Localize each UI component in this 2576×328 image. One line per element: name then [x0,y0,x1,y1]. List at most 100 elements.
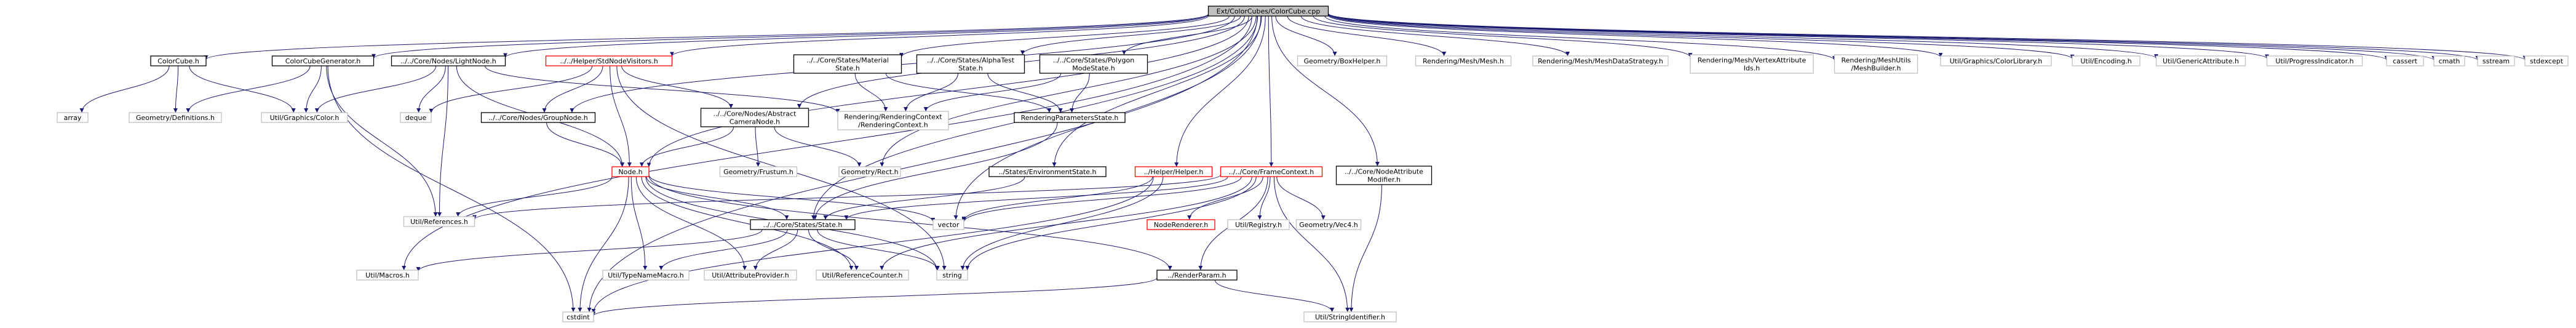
edge-root-to-progressind_h [1328,14,2269,59]
edge-framecontext_h-to-registry_h [1257,176,1271,220]
node-label-lightnode_h: ../../Core/Nodes/LightNode.h [400,57,496,65]
node-label-groupnode_h: ../../Core/Nodes/GroupNode.h [488,114,587,122]
node-box-corestate_h [750,219,856,230]
node-label-vector: vector [938,221,960,229]
node-label-deque: deque [405,114,427,122]
node-renderingparamstate_h[interactable]: RenderingParametersState.h [1014,112,1126,123]
node-label-vertexattrids_h: Ids.h [1744,65,1760,73]
node-label-encoding_h: Util/Encoding.h [2080,57,2131,65]
edge-stdnodevisitors_h-to-node_h [610,65,632,167]
node-label-polygonmode_h: ModeState.h [1072,65,1115,73]
node-renderparam_h[interactable]: ../RenderParam.h [1156,270,1238,281]
node-box-envstate_h [988,166,1107,177]
node-label-progressind_h: Util/ProgressIndicator.h [2275,57,2353,65]
node-rect_h: Geometry/Rect.h [838,166,901,177]
node-box-sstream [2477,55,2515,66]
edge-root-to-alphatest_h [1020,15,1241,55]
node-box-alphatest_h [916,54,1025,74]
edge-alphatest_h-to-renderingcontext_h [904,73,958,112]
node-typenamemacro_h: Util/TypeNameMacro.h [602,270,690,281]
node-utilrefs_h: Util/References.h [403,216,475,227]
node-label-materialstate_h: ../../Core/States/Material [806,57,889,65]
node-framecontext_h[interactable]: ../../Core/FrameContext.h [1220,166,1323,177]
edge-root-to-meshdatastrategy_h [1300,15,1570,57]
node-box-renderparam_h [1156,270,1238,281]
node-label-colorlibrary_h: Util/Graphics/ColorLibrary.h [1950,57,2043,65]
edge-root-to-meshbuilder_h [1324,15,1837,61]
node-label-cassert: cassert [2393,57,2418,65]
node-label-cmath: cmath [2439,57,2460,65]
node-stdnodevisitors_h[interactable]: ../../Helper/StdNodeVisitors.h [545,55,673,66]
node-label-typenamemacro_h: Util/TypeNameMacro.h [608,271,683,279]
node-label-alphatest_h: ../../Core/States/AlphaTest [927,57,1015,65]
node-box-colorlibrary_h [1940,55,2052,66]
edge-framecontext_h-to-string [965,176,1257,271]
node-box-stdnodevisitors_h [545,55,673,66]
node-box-utilcolor_h [261,112,348,123]
edge-materialstate_h-to-renderingparamstate_h [885,73,1052,113]
node-noderenderer_h[interactable]: NodeRenderer.h [1147,219,1215,230]
node-label-renderparam_h: ../RenderParam.h [1167,271,1226,279]
node-helperhelper_h[interactable]: ../Helper/Helper.h [1134,166,1213,177]
node-box-mesh_h [1415,55,1512,66]
edge-abstractcamera_h-to-rect_h [774,126,862,167]
node-root[interactable]: Ext/ColorCubes/ColorCube.cpp [1207,6,1329,17]
node-groupnode_h[interactable]: ../../Core/Nodes/GroupNode.h [480,112,596,123]
edge-helperhelper_h-to-cstdint [591,176,1154,313]
node-box-materialstate_h [793,54,902,74]
node-label-rect_h: Geometry/Rect.h [841,168,898,176]
node-progressind_h: Util/ProgressIndicator.h [2266,55,2363,66]
node-label-renderingcontext_h: Rendering/RenderingContext [844,113,942,121]
edge-groupnode_h-to-node_h [546,122,624,167]
node-box-encoding_h [2072,55,2141,66]
node-box-lightnode_h [391,55,506,66]
node-genericattr_h: Util/GenericAttribute.h [2155,55,2246,66]
node-label-node_h: Node.h [618,168,642,176]
node-box-abstractcamera_h [700,108,809,127]
edge-colorcube_h-to-utilcolor_h [189,65,296,113]
node-label-nodeattrmod_h: Modifier.h [1367,176,1401,184]
node-box-helperhelper_h [1134,166,1213,177]
edge-node_h-to-utilrefs_h [456,176,613,217]
node-box-progressind_h [2266,55,2363,66]
node-label-noderenderer_h: NodeRenderer.h [1154,221,1208,229]
edge-root-to-materialstate_h [899,15,1230,58]
node-box-cstdint [562,311,594,322]
node-attrprovider_h: Util/AttributeProvider.h [704,270,797,281]
edge-root-to-colorlibrary_h [1328,15,1943,58]
node-box-stringid_h [1303,311,1397,322]
node-vec4_h: Geometry/Vec4.h [1295,219,1362,230]
node-label-stdnodevisitors_h: ../../Helper/StdNodeVisitors.h [560,57,658,65]
node-envstate_h[interactable]: ../States/EnvironmentState.h [988,166,1107,177]
edges-layer [79,13,2527,316]
node-label-helperhelper_h: ../Helper/Helper.h [1144,168,1204,176]
node-label-abstractcamera_h: CameraNode.h [729,118,780,126]
node-box-genericattr_h [2155,55,2246,66]
edge-nodeattrmod_h-to-stringid_h [1349,184,1382,313]
node-corestate_h[interactable]: ../../Core/States/State.h [750,219,856,230]
node-box-typenamemacro_h [602,270,690,281]
node-box-boxhelper_h [1297,55,1388,66]
node-box-deque [400,112,432,123]
edge-root-to-genericattr_h [1328,14,2158,59]
node-lightnode_h[interactable]: ../../Core/Nodes/LightNode.h [391,55,506,66]
node-node_h[interactable]: Node.h [611,166,650,177]
node-label-sstream: sstream [2483,57,2510,65]
node-colorcube_h[interactable]: ColorCube.h [150,55,207,66]
node-label-corestate_h: ../../Core/States/State.h [763,221,843,229]
edge-lightnode_h-to-renderingcontext_h [485,65,840,114]
edge-root-to-vertexattrids_h [1313,15,1693,58]
node-sstream: sstream [2477,55,2515,66]
node-geomdefs_h: Geometry/Definitions.h [129,112,222,123]
node-colorcubegen_h[interactable]: ColorCubeGenerator.h [271,55,375,66]
node-label-meshbuilder_h: Rendering/MeshUtils [1841,57,1910,65]
node-label-utilrefs_h: Util/References.h [410,218,468,226]
node-box-cmath [2433,55,2465,66]
